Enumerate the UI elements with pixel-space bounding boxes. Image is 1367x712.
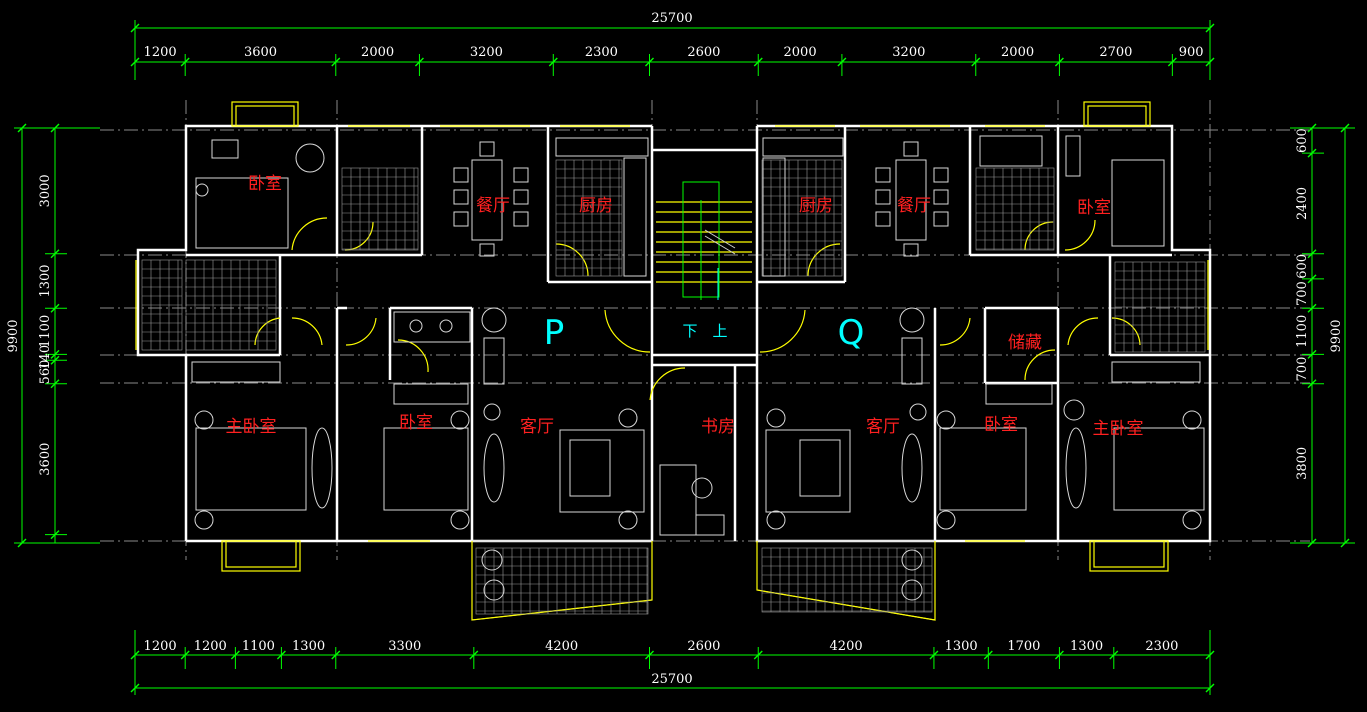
bottom-dimension-segment-6: 2600 [687,639,720,654]
bottom-dimension-segment-3: 1300 [292,639,325,654]
bottom-dimension-segment-10: 1300 [1070,639,1103,654]
bottom-total-dimension: 25700 [651,672,692,687]
bottom-dimension-segment-4: 3300 [388,639,421,654]
top-dimension-segment-10: 900 [1179,45,1204,60]
windows [135,101,1209,621]
right-dimension-segment-6: 3800 [1295,447,1310,480]
right-dimension-segment-4: 1100 [1295,315,1310,348]
bottom-dimensions: 1200 1200 1100 1300 3300 4200 2600 4200 1300 1700… [130,630,1215,695]
room-labels: 卧室 餐厅 厨房 主卧室 卧室 客厅 书房 厨房 餐厅 卧室 储藏 客厅 卧室 … [226,174,1144,439]
right-total-dimension: 9900 [1329,319,1344,352]
right-dimensions: 600 2400 600 700 1100 700 3800 9900 [1290,123,1355,548]
room-label-study: 书房 [701,417,735,437]
room-label-q-storage: 储藏 [1008,333,1042,353]
left-dimension-segment-5: 3600 [38,443,53,476]
tile-areas [141,159,1206,615]
bottom-dimension-segment-9: 1700 [1007,639,1040,654]
left-dimension-segment-0: 3000 [38,174,53,207]
room-label-p-living: 客厅 [520,417,554,437]
bottom-dimension-segment-1: 1200 [194,639,227,654]
left-total-dimension: 9900 [6,319,21,352]
stair-up-label: 上 [712,322,727,340]
right-dimension-segment-3: 700 [1295,281,1310,306]
walls [136,124,1212,621]
right-dimension-segment-2: 600 [1295,254,1310,279]
top-dimension-segment-9: 2700 [1099,45,1132,60]
room-label-q-dining: 餐厅 [897,196,931,216]
top-dimension-segment-8: 2000 [1001,45,1034,60]
stair-down-label: 下 [682,322,697,340]
axis-lines [100,100,1310,560]
bottom-dimension-segment-11: 2300 [1145,639,1178,654]
left-dimension-segment-4: 560 [38,360,53,385]
top-total-dimension: 25700 [651,11,692,26]
left-dimension-segment-3: 140 [38,345,53,370]
top-dimension-segment-4: 2300 [585,45,618,60]
room-label-q-bedroom-mid: 卧室 [984,415,1018,435]
left-dimension-segment-1: 1300 [38,264,53,297]
furniture [191,135,1205,601]
top-dimension-segment-7: 3200 [892,45,925,60]
bottom-dimension-segment-5: 4200 [545,639,578,654]
room-label-p-dining: 餐厅 [476,196,510,216]
bottom-dimension-segment-0: 1200 [144,639,177,654]
right-dimension-segment-1: 2400 [1295,187,1310,220]
doors [254,217,1141,401]
staircase: 下 上 [656,181,752,340]
right-dimension-segment-5: 700 [1295,357,1310,382]
room-label-q-living: 客厅 [866,417,900,437]
left-dimension-segment-2: 1100 [38,315,53,348]
top-dimensions: 25700 1200 3600 2000 3200 2300 2600 2000 3200 20… [130,11,1215,80]
room-label-q-master: 主卧室 [1093,419,1144,439]
room-label-p-kitchen: 厨房 [579,196,613,216]
top-dimension-segment-2: 2000 [361,45,394,60]
top-dimension-segment-3: 3200 [470,45,503,60]
bottom-dimension-segment-2: 1100 [242,639,275,654]
room-label-p-master: 主卧室 [226,417,277,437]
room-label-p-bedroom-top: 卧室 [248,174,282,194]
bottom-dimension-segment-7: 4200 [830,639,863,654]
top-dimension-segment-6: 2000 [784,45,817,60]
room-label-p-bedroom-mid: 卧室 [399,413,433,433]
top-dimension-segment-1: 3600 [244,45,277,60]
unit-label-q: Q [838,313,865,353]
unit-label-p: P [544,313,565,353]
room-label-q-kitchen: 厨房 [799,196,833,216]
right-dimension-segment-0: 600 [1295,128,1310,153]
top-dimension-segment-0: 1200 [144,45,177,60]
room-label-q-bedroom-top: 卧室 [1077,198,1111,218]
top-dimension-segment-5: 2600 [687,45,720,60]
bottom-dimension-segment-8: 1300 [945,639,978,654]
